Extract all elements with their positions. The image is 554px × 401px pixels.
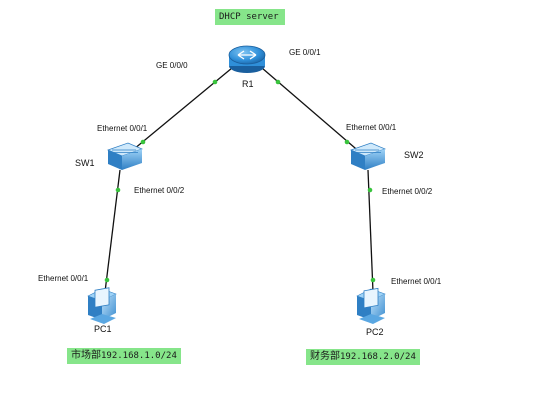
dhcp-server-note: DHCP server bbox=[215, 9, 285, 25]
router-port-right-label: GE 0/0/1 bbox=[289, 48, 321, 57]
pc1-icon[interactable] bbox=[87, 287, 117, 324]
switch-sw1-icon[interactable] bbox=[107, 142, 143, 170]
sw2-port-down-label: Ethernet 0/0/2 bbox=[382, 187, 433, 196]
pc1-port-label: Ethernet 0/0/1 bbox=[38, 274, 89, 283]
port-dot-sw2-up bbox=[344, 139, 350, 145]
subnet-ip-pc1: 192.168.1.0/24 bbox=[101, 351, 177, 361]
port-dot-pc1 bbox=[104, 277, 110, 283]
subnet-note-pc2: 财务部192.168.2.0/24 bbox=[306, 349, 420, 365]
pc2-icon[interactable] bbox=[356, 287, 386, 324]
router-port-left-label: GE 0/0/0 bbox=[156, 61, 188, 70]
pc2-port-label: Ethernet 0/0/1 bbox=[391, 277, 442, 286]
port-dot-r1-right bbox=[275, 79, 281, 85]
router-name-label: R1 bbox=[242, 79, 254, 89]
sw1-port-down-label: Ethernet 0/0/2 bbox=[134, 186, 185, 195]
router-icon[interactable] bbox=[228, 45, 266, 73]
subnet-ip-pc2: 192.168.2.0/24 bbox=[340, 352, 416, 362]
port-dot-r1-left bbox=[212, 79, 218, 85]
sw2-name-label: SW2 bbox=[404, 150, 424, 160]
port-dot-pc2 bbox=[370, 277, 376, 283]
subnet-note-pc1: 市场部192.168.1.0/24 bbox=[67, 348, 181, 364]
sw2-port-up-label: Ethernet 0/0/1 bbox=[346, 123, 397, 132]
port-dot-sw2-down bbox=[367, 187, 373, 193]
port-dots bbox=[104, 79, 376, 283]
pc1-name-label: PC1 bbox=[94, 324, 112, 334]
sw1-port-up-label: Ethernet 0/0/1 bbox=[97, 124, 148, 133]
pc2-name-label: PC2 bbox=[366, 327, 384, 337]
port-dot-sw1-up bbox=[140, 139, 146, 145]
dhcp-server-text: DHCP server bbox=[219, 12, 279, 22]
switch-sw2-icon[interactable] bbox=[350, 142, 386, 170]
port-dot-sw1-down bbox=[115, 187, 121, 193]
subnet-dept-pc1: 市场部 bbox=[71, 350, 101, 361]
sw1-name-label: SW1 bbox=[75, 158, 95, 168]
subnet-dept-pc2: 财务部 bbox=[310, 351, 340, 362]
